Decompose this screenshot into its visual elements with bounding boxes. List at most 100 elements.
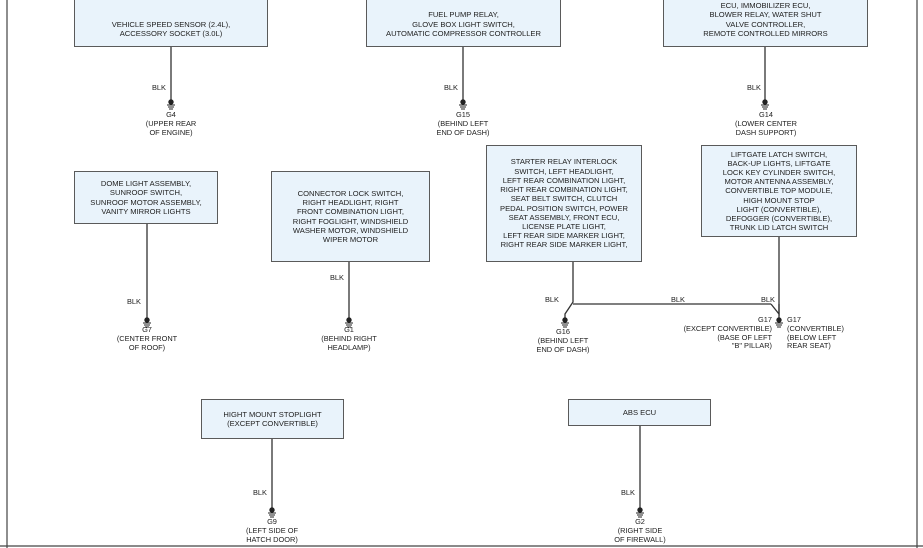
component-box-abs-ecu: ABS ECU xyxy=(568,399,711,426)
text-line: END OF DASH) xyxy=(436,127,490,137)
wire-label-g2: BLK xyxy=(621,488,635,497)
text-line: WASHER MOTOR, WINDSHIELD xyxy=(292,225,409,235)
text-line: WIPER MOTOR xyxy=(322,234,379,244)
ground-symbol-icon xyxy=(268,507,276,518)
text-line: SUNROOF MOTOR ASSEMBLY, xyxy=(90,197,202,207)
component-box-dome-light: DOME LIGHT ASSEMBLY,SUNROOF SWITCH,SUNRO… xyxy=(74,171,218,224)
wire-label-g16: BLK xyxy=(545,295,559,304)
wire-label-g4: BLK xyxy=(152,83,166,92)
text-line: G16 xyxy=(556,327,570,336)
text-line: "B" PILLAR) xyxy=(731,341,772,351)
component-box-connector-lock: CONNECTOR LOCK SWITCH,RIGHT HEADLIGHT, R… xyxy=(271,171,430,262)
ground-symbol-icon xyxy=(345,317,353,328)
text-line: (LEFT SIDE OF xyxy=(245,525,299,535)
text-line: VEHICLE SPEED SENSOR (2.4L), xyxy=(111,19,231,29)
text-line: LOCK KEY CYLINDER SWITCH, xyxy=(722,167,836,177)
text-line: HATCH DOOR) xyxy=(246,534,298,544)
text-line: RIGHT REAR COMBINATION LIGHT, xyxy=(500,185,628,195)
ground-symbol-icon xyxy=(167,99,175,110)
text-line: G4 xyxy=(166,110,176,119)
wire-label-g1: BLK xyxy=(330,273,344,282)
text-line: TRUNK LID LATCH SWITCH xyxy=(729,223,829,233)
text-line: OF ENGINE) xyxy=(149,127,193,137)
wire-label-g14: BLK xyxy=(747,83,761,92)
text-line: PEDAL POSITION SWITCH, POWER xyxy=(500,203,628,213)
text-line: HEADLAMP) xyxy=(327,342,371,352)
ground-symbol-icon xyxy=(636,507,644,518)
text-line: (EXCEPT CONVERTIBLE) xyxy=(227,419,318,428)
text-line: (BELOW LEFT xyxy=(787,332,837,342)
text-line: FUEL PUMP RELAY, xyxy=(428,10,499,20)
text-line: ACCESSORY SOCKET (3.0L) xyxy=(119,28,223,38)
component-box-fuel-pump-relay: FUEL PUMP RELAY,GLOVE BOX LIGHT SWITCH,A… xyxy=(366,0,561,47)
text-line: G17 xyxy=(758,315,772,324)
text-line: (UPPER REAR xyxy=(145,118,197,128)
text-line: RIGHT HEADLIGHT, RIGHT xyxy=(302,198,399,208)
text-line: FRONT COMBINATION LIGHT, xyxy=(297,207,404,217)
text-line: SEAT BELT SWITCH, CLUTCH xyxy=(510,194,618,204)
ground-label-g17-except-convertible: G17(EXCEPT CONVERTIBLE)(BASE OF LEFT"B" … xyxy=(676,315,772,351)
component-box-liftgate-latch: LIFTGATE LATCH SWITCH,BACK-UP LIGHTS, LI… xyxy=(701,145,857,237)
text-line: LEFT REAR COMBINATION LIGHT, xyxy=(502,175,626,185)
text-line: DEFOGGER (CONVERTIBLE), xyxy=(725,214,833,223)
wire-g16 xyxy=(564,262,574,318)
component-box-high-mount-stoplight: HIGHT MOUNT STOPLIGHT(EXCEPT CONVERTIBLE… xyxy=(201,399,344,439)
text-line: G2 xyxy=(635,517,645,526)
text-line: CONNECTOR LOCK SWITCH, xyxy=(297,188,404,198)
wire-label-g17: BLK xyxy=(761,295,775,304)
text-line: AUTOMATIC COMPRESSOR CONTROLLER xyxy=(386,28,541,38)
text-line: (BASE OF LEFT xyxy=(717,332,772,342)
text-line: G15 xyxy=(456,110,470,119)
text-line: LIFTGATE LATCH SWITCH, xyxy=(730,149,828,159)
text-line: BLOWER RELAY, WATER SHUT xyxy=(709,10,822,20)
text-line: RIGHT REAR SIDE MARKER LIGHT, xyxy=(500,240,628,250)
text-line: STARTER RELAY INTERLOCK xyxy=(510,157,618,167)
ground-symbol-icon xyxy=(561,317,569,328)
text-line: HIGHT MOUNT STOPLIGHT xyxy=(223,409,322,419)
ground-symbol-icon xyxy=(143,317,151,328)
text-line: G7 xyxy=(142,325,152,334)
ground-symbol-icon xyxy=(459,99,467,110)
text-line: RIGHT FOGLIGHT, WINDSHIELD xyxy=(292,216,409,226)
wire-label-g9: BLK xyxy=(253,488,267,497)
wire-label-link: BLK xyxy=(671,295,685,304)
text-line: MOTOR ANTENNA ASSEMBLY, xyxy=(724,177,834,187)
text-line: ABS ECU xyxy=(622,407,657,417)
text-line: G14 xyxy=(759,110,773,119)
text-line: (EXCEPT CONVERTIBLE) xyxy=(683,323,772,333)
text-line: (BEHIND LEFT xyxy=(437,118,489,128)
text-line: G1 xyxy=(344,325,354,334)
text-line: (RIGHT SIDE xyxy=(617,525,663,535)
text-line: DOME LIGHT ASSEMBLY, xyxy=(100,179,192,189)
text-line: VANITY MIRROR LIGHTS xyxy=(101,206,191,216)
text-line: END OF DASH) xyxy=(536,344,590,354)
ground-symbol-icon xyxy=(761,99,769,110)
text-line: OF ROOF) xyxy=(128,342,166,352)
text-line: LEFT REAR SIDE MARKER LIGHT, xyxy=(503,231,625,241)
text-line: GLOVE BOX LIGHT SWITCH, xyxy=(412,19,515,29)
text-line: LICENSE PLATE LIGHT, xyxy=(522,221,606,231)
wire-label-g15: BLK xyxy=(444,83,458,92)
text-line: ECU, IMMOBILIZER ECU, xyxy=(720,1,811,11)
text-line: (LOWER CENTER xyxy=(734,118,797,128)
text-line: BACK-UP LIGHTS, LIFTGATE xyxy=(727,158,831,168)
text-line: VALVE CONTROLLER, xyxy=(725,19,806,29)
text-line: G9 xyxy=(267,517,277,526)
text-line: SUNROOF SWITCH, xyxy=(109,188,183,198)
text-line: HIGH MOUNT STOP xyxy=(743,195,815,205)
text-line: (BEHIND RIGHT xyxy=(321,333,377,343)
text-line: (BEHIND LEFT xyxy=(537,335,589,345)
text-line: OF FIREWALL) xyxy=(614,534,666,544)
text-line: SEAT ASSEMBLY, FRONT ECU, xyxy=(508,212,620,222)
wire-label-g7: BLK xyxy=(127,297,141,306)
text-line: G17 xyxy=(787,315,801,324)
